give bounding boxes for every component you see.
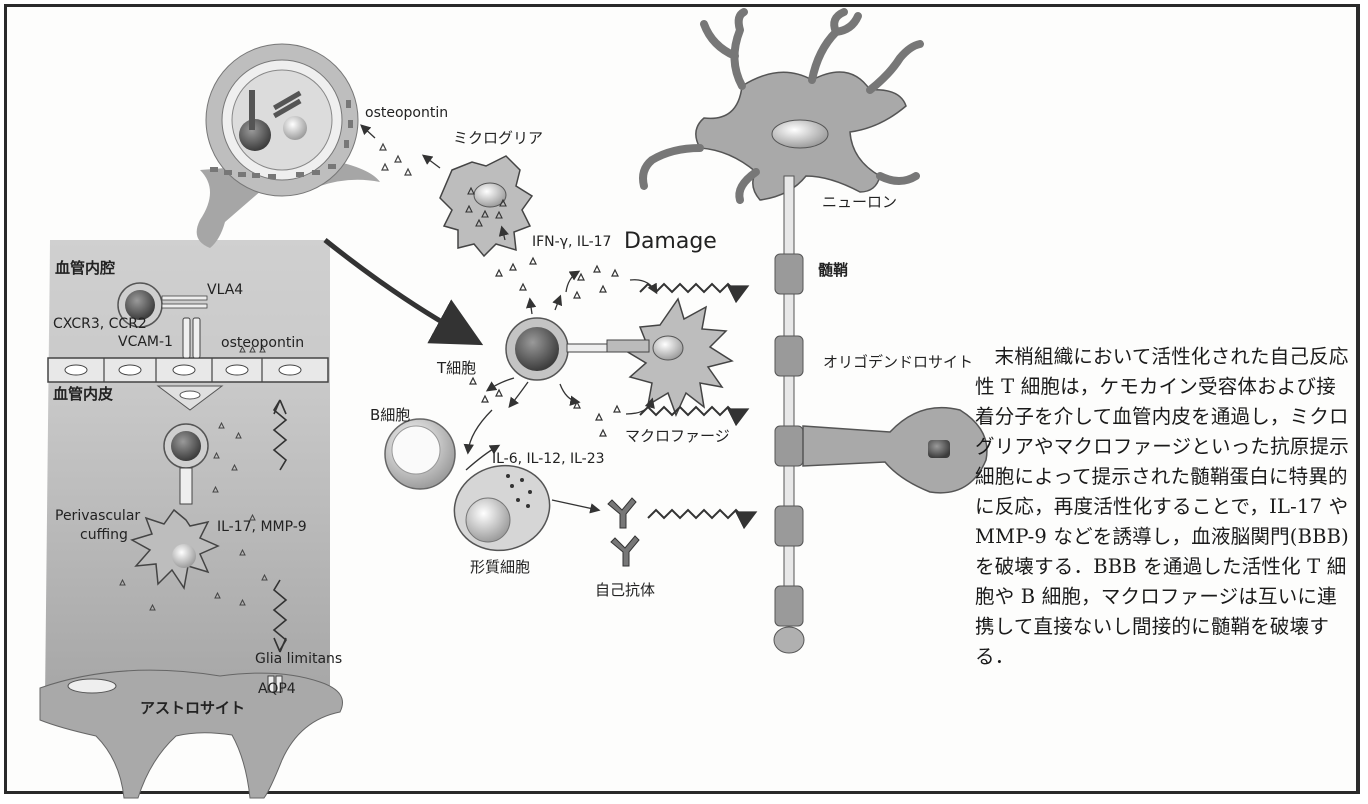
label-glia-limitans: Glia limitans (255, 652, 342, 666)
label-il6-il12-il23: IL-6, IL-12, IL-23 (492, 452, 605, 466)
autoantibodies (608, 498, 639, 566)
osteopontin-particles (380, 144, 411, 175)
label-t-cell: T細胞 (437, 361, 476, 376)
label-autoantibody: 自己抗体 (595, 583, 655, 598)
top-left-cell (197, 44, 380, 248)
label-il17-mmp9: IL-17, MMP-9 (217, 520, 307, 534)
label-aqp4: AQP4 (258, 682, 296, 696)
blood-vessel-panel (45, 240, 330, 700)
oligodendrocyte (803, 408, 987, 493)
label-perivascular: Perivascular (55, 509, 140, 523)
label-plasma-cell: 形質細胞 (470, 560, 530, 575)
b-cell (385, 419, 455, 489)
astrocyte-bottom (40, 670, 343, 798)
label-b-cell: B細胞 (370, 408, 410, 423)
label-macrophage: マクロファージ (625, 429, 730, 444)
t-cell-central (506, 318, 607, 380)
macrophage-central (607, 299, 732, 415)
label-endothelium: 血管内皮 (53, 387, 113, 402)
label-astrocyte: アストロサイト (140, 701, 245, 716)
label-osteopontin-side: osteopontin (221, 336, 304, 350)
label-myelin: 髄鞘 (818, 263, 848, 278)
plasma-cell (445, 455, 559, 561)
label-microglia: ミクログリア (453, 131, 543, 146)
label-osteopontin-top: osteopontin (365, 106, 448, 120)
figure-caption: 末梢組織において活性化された自己反応性 T 細胞は，ケモカイン受容体および接着分… (975, 342, 1350, 672)
label-vla4: VLA4 (207, 283, 243, 297)
label-vessel-lumen: 血管内腔 (55, 261, 115, 276)
label-ifn-il17: IFN-γ, IL-17 (532, 235, 611, 249)
label-damage: Damage (624, 231, 717, 253)
label-oligodendrocyte: オリゴデンドロサイト (823, 355, 973, 370)
label-cxcr3-ccr2: CXCR3, CCR2 (53, 317, 147, 331)
label-cuffing: cuffing (80, 528, 128, 542)
microglia-cell (440, 156, 532, 256)
label-vcam1: VCAM-1 (118, 335, 173, 349)
label-neuron: ニューロン (822, 195, 897, 210)
